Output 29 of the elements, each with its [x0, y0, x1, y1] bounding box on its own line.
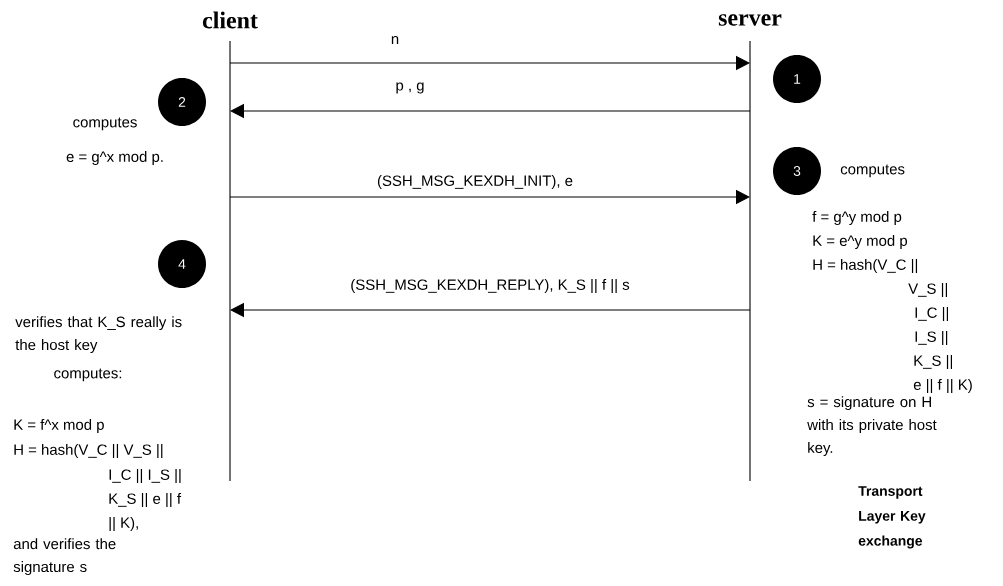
- formula-text: K = e^y mod p: [813, 235, 908, 249]
- formula-text: e || f || K): [913, 379, 972, 393]
- note-text: computes:: [54, 368, 122, 382]
- formula-text: V_S ||: [908, 283, 947, 297]
- formula-text: K = f^x mod p: [14, 419, 104, 433]
- formula-text: I_C ||: [915, 307, 949, 321]
- formula-text: e = g^x mod p.: [66, 151, 163, 165]
- note-text: computes: [73, 117, 137, 131]
- formula-text: I_S ||: [915, 331, 948, 345]
- formula-text: K_S ||: [914, 355, 952, 369]
- step-number: 1: [773, 55, 821, 103]
- formula-text: I_C || I_S ||: [109, 469, 181, 483]
- step-number: 2: [158, 78, 206, 126]
- note-text: s = signature on H with its private host key.: [807, 396, 937, 456]
- note-text: verifies that K_S really is the host key: [15, 316, 182, 354]
- note-text: and verifies the signature s: [13, 538, 116, 576]
- caption-text: Transport Layer Key exchange: [858, 486, 926, 549]
- formula-text: K_S || e || f: [109, 493, 182, 507]
- step-number: 4: [158, 240, 206, 288]
- edge-label: (SSH_MSG_KEXDH_REPLY), K_S || f || s: [349, 278, 631, 294]
- note-text: computes: [840, 164, 905, 178]
- edge-label: (SSH_MSG_KEXDH_INIT), e: [376, 174, 574, 190]
- formula-text: H = hash(V_C || V_S ||: [14, 444, 163, 458]
- formula-text: || K),: [109, 517, 138, 531]
- edge-label: p , g: [394, 81, 426, 95]
- formula-text: f = g^y mod p: [812, 211, 902, 225]
- step-number: 3: [773, 147, 821, 195]
- edge-label: n: [389, 35, 401, 45]
- formula-text: H = hash(V_C ||: [813, 259, 918, 273]
